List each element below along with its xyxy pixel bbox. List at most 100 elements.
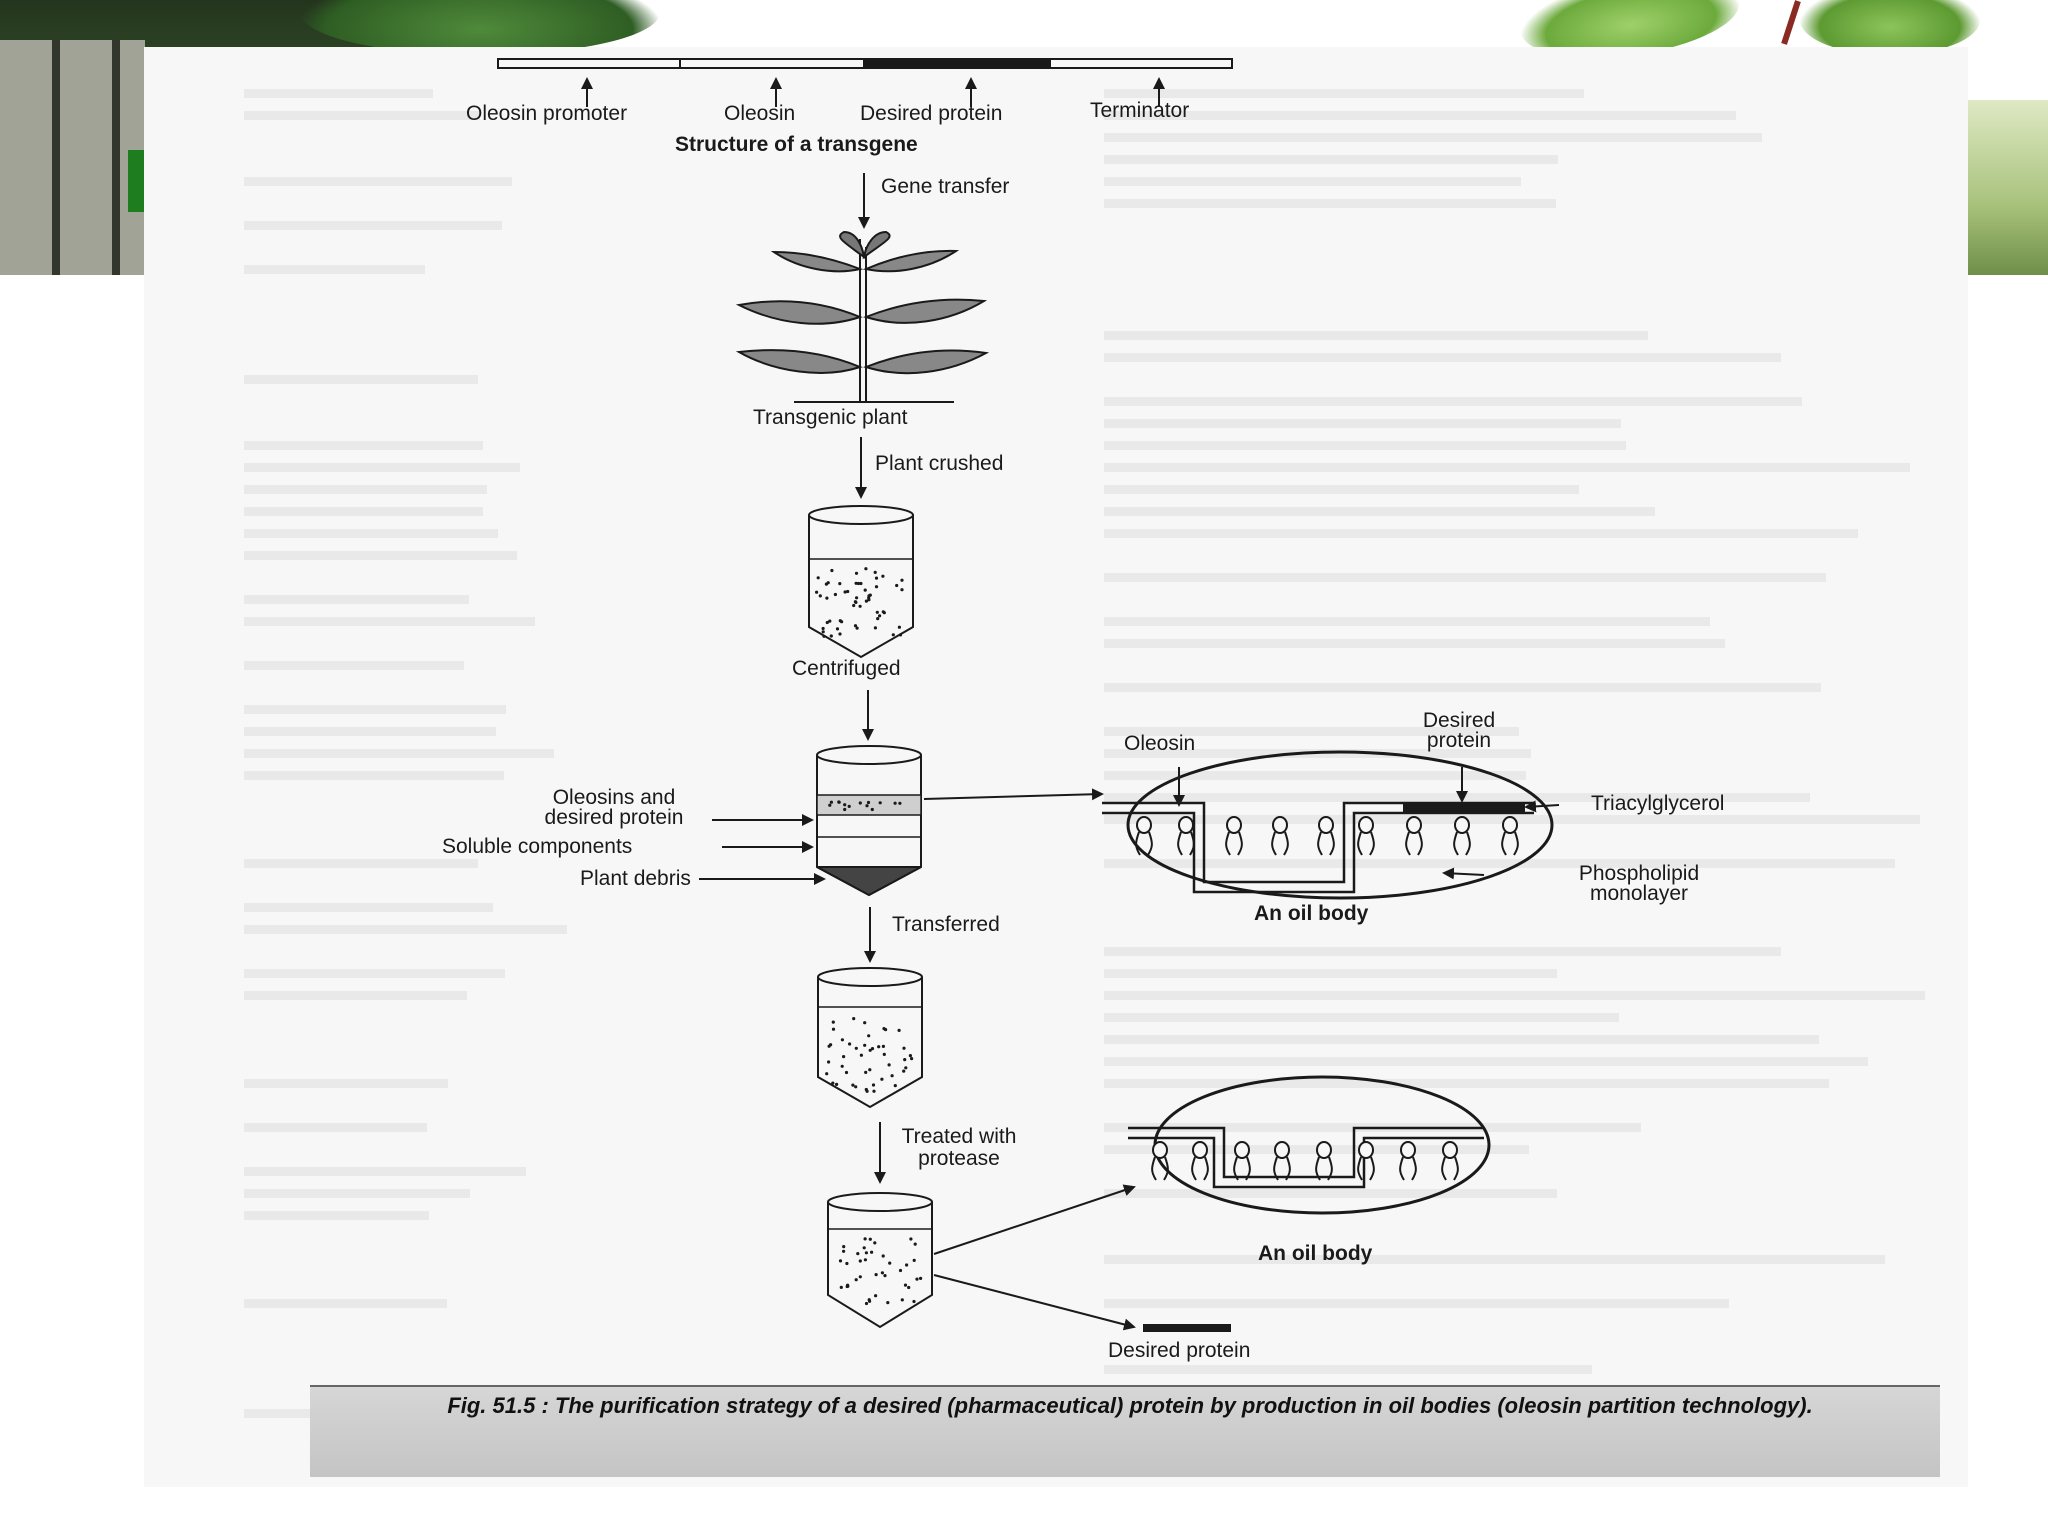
ghost-text-line — [244, 903, 493, 912]
particle-dot — [903, 1283, 908, 1287]
ghost-text-line — [1104, 573, 1826, 582]
ghost-text-line — [1104, 1057, 1868, 1066]
particle-dot — [870, 1250, 874, 1254]
phospholipid-head-tail — [1357, 1156, 1375, 1181]
phospholipid-heads-1 — [1135, 816, 1519, 856]
ghost-text-line — [1104, 969, 1557, 978]
ghost-text-line — [244, 551, 517, 560]
ghost-text-line — [244, 1211, 429, 1220]
phospholipid-head-tail — [1441, 1156, 1459, 1181]
phospholipid-head-tail — [1453, 831, 1471, 856]
particle-dot — [867, 1298, 871, 1302]
ghost-text-line — [244, 1189, 470, 1198]
arrow-triacylglycerol — [1524, 800, 1560, 813]
ghost-text-line — [244, 1167, 526, 1176]
particle-dot — [868, 1068, 872, 1072]
particle-dot — [908, 1054, 913, 1058]
particle-dot — [897, 1028, 901, 1032]
ghost-text-line — [244, 375, 478, 384]
particle-dot — [858, 1275, 862, 1279]
purification-diagram — [497, 58, 1560, 1332]
particle-dot — [827, 1060, 831, 1064]
particle-dot — [825, 1072, 829, 1076]
particle-dot — [870, 1047, 875, 1051]
particle-dot — [854, 571, 859, 575]
particle-dot — [840, 1038, 845, 1042]
particle-dot — [893, 801, 897, 805]
particle-dot — [867, 598, 871, 602]
particle-dot — [851, 1083, 855, 1087]
phospholipid-head-tail — [1273, 1156, 1291, 1181]
ghost-text-line — [244, 529, 498, 538]
step-treated-line1: Treated with — [901, 1125, 1017, 1148]
particle-dot — [862, 1246, 866, 1250]
particle-dot — [859, 1053, 864, 1057]
particle-dot — [895, 583, 899, 588]
ghost-text-line — [1104, 617, 1710, 626]
particle-dot — [838, 619, 842, 623]
label-oleosin-promoter: Oleosin promoter — [466, 102, 628, 125]
berry-stem-decoration — [1781, 0, 1801, 45]
phospholipid-head-tail — [1271, 831, 1289, 856]
particle-dot — [859, 581, 863, 586]
particle-dot — [826, 581, 830, 585]
particle-dot — [843, 803, 847, 807]
ghost-text-line — [1104, 1035, 1819, 1044]
ghost-text-line — [1104, 683, 1821, 692]
phospholipid-head-tail — [1315, 1156, 1333, 1181]
phospholipid-head-tail — [1317, 831, 1335, 856]
ghost-text-line — [244, 507, 483, 516]
ob1-desired-protein-label: Desired protein — [1399, 710, 1519, 751]
particle-dot — [833, 592, 838, 597]
ghost-text-line — [1104, 397, 1802, 406]
particle-dot — [864, 1301, 869, 1306]
particle-dot — [843, 590, 847, 594]
particle-dot — [900, 578, 904, 582]
particle-dot — [887, 1063, 891, 1067]
particle-dot — [858, 604, 862, 608]
particle-dot — [884, 1028, 888, 1032]
phospholipid-head — [1502, 816, 1518, 834]
particle-dot — [863, 1258, 868, 1262]
particle-dot — [831, 1020, 835, 1024]
particle-dot — [874, 585, 879, 589]
particle-dot — [874, 1294, 878, 1298]
phospholipid-head — [1318, 816, 1334, 834]
arrow-to-oil-body-2 — [933, 1184, 1136, 1255]
caption-bar — [310, 1385, 1940, 1477]
step-centrifuged: Centrifuged — [792, 657, 901, 680]
ghost-text-line — [244, 89, 433, 98]
particle-dot — [835, 627, 840, 631]
ghost-text-line — [1104, 1079, 1829, 1088]
particle-dot — [868, 1048, 872, 1052]
particle-dot — [854, 581, 858, 585]
ob1-triacylglycerol-label: Triacylglycerol — [1591, 792, 1725, 815]
arrow-to-desired-protein — [933, 1274, 1136, 1331]
phospholipid-head-tail — [1191, 1156, 1209, 1181]
ghost-text-line — [244, 1299, 447, 1308]
ghost-text-line — [1104, 441, 1626, 450]
particle-dot — [858, 1259, 862, 1263]
ghost-text-line — [1104, 1013, 1619, 1022]
ghost-text-line — [1104, 727, 1519, 736]
particle-dot — [863, 1043, 867, 1047]
ghost-text-line — [244, 177, 512, 186]
step-treated-protease: Treated with protease — [884, 1125, 1034, 1171]
tube-centrifuged — [816, 745, 922, 897]
ghost-text-line — [1104, 947, 1781, 956]
ghost-text-line — [1104, 771, 1526, 780]
particle-dot — [900, 588, 904, 592]
transgene-title: Structure of a transgene — [675, 133, 918, 156]
ghost-text-line — [1104, 1299, 1729, 1308]
phospholipid-head-tail — [1399, 1156, 1417, 1181]
ghost-text-line — [1104, 111, 1736, 120]
phospholipid-head-tail — [1151, 1156, 1169, 1181]
particle-dot — [839, 1285, 843, 1289]
particle-dot — [880, 1271, 885, 1275]
ghost-text-line — [1104, 529, 1858, 538]
ob2-desired-protein-label: Desired protein — [1108, 1339, 1251, 1362]
particle-dot — [847, 804, 851, 809]
particle-dot — [878, 801, 882, 805]
particle-dot — [907, 1285, 911, 1290]
phospholipid-head-tail — [1177, 831, 1195, 856]
